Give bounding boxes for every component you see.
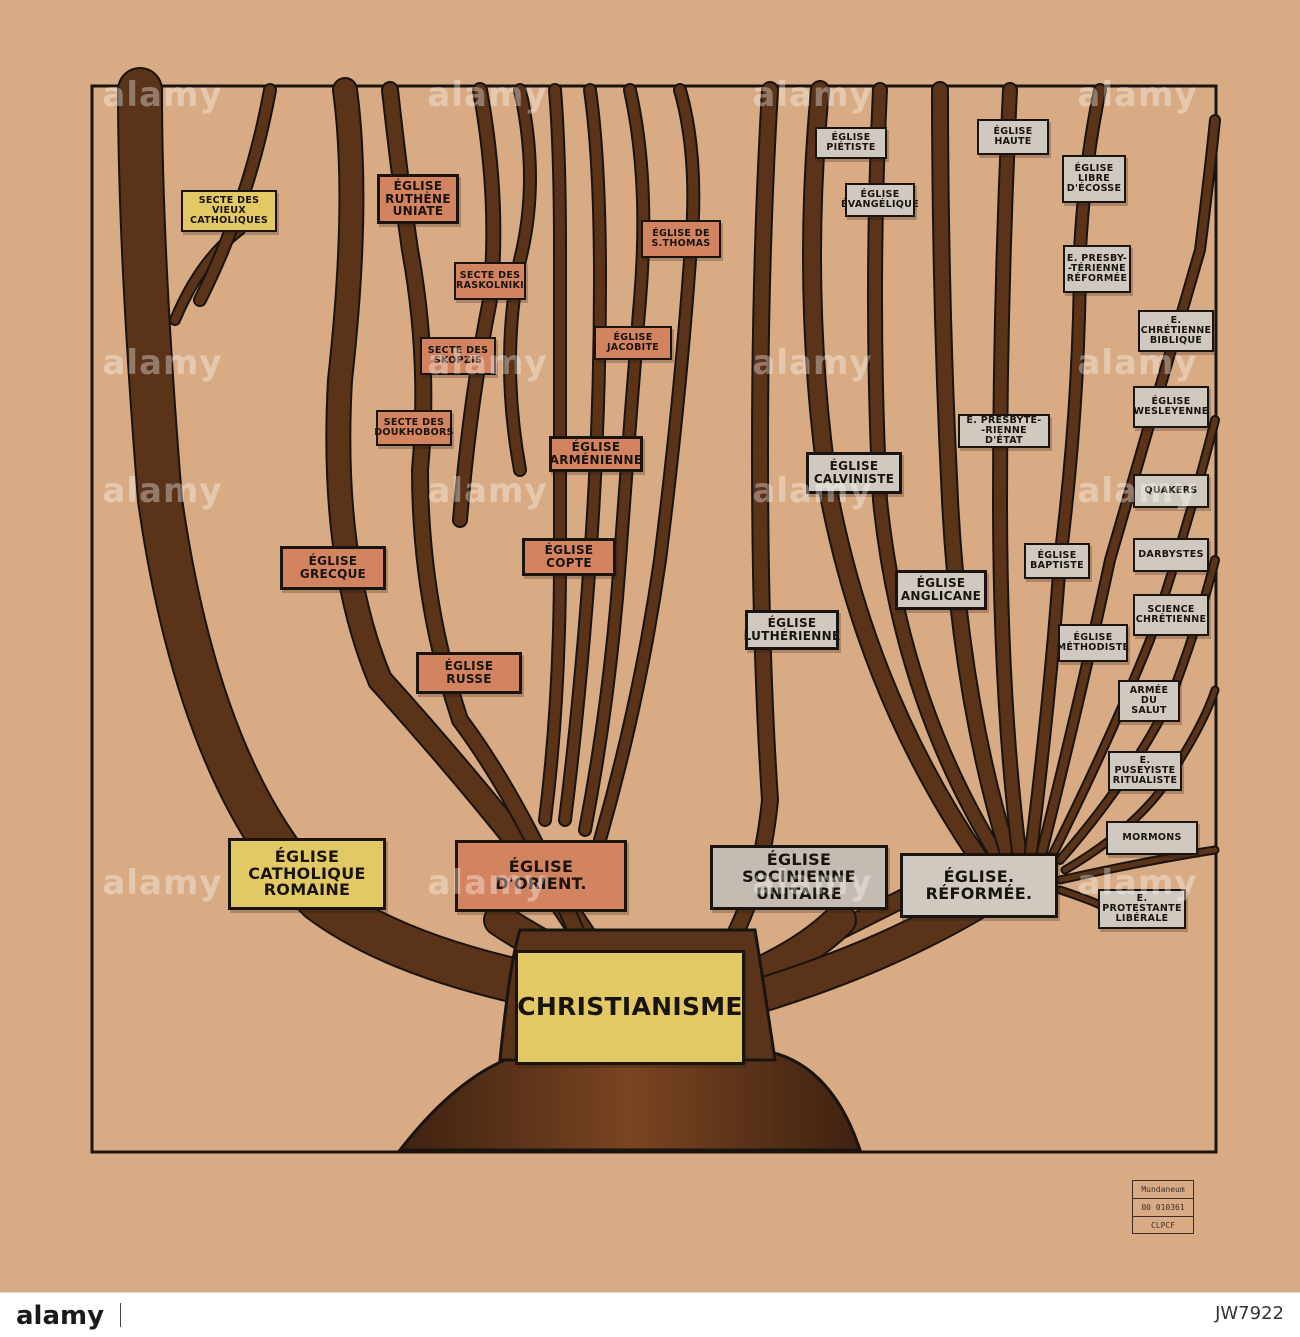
label-anglicane: ÉGLISE ANGLICANE [895, 570, 987, 610]
branch-st-thomas [595, 85, 699, 845]
label-biblique: E. CHRÉTIENNE BIBLIQUE [1138, 310, 1214, 352]
label-presbyterienne-etat: E. PRESBYTÉ- -RIENNE D'ÉTAT [958, 414, 1050, 448]
label-vieux-catholiques: SECTE DES VIEUX CATHOLIQUES [181, 190, 277, 232]
label-armee-salut: ARMÉE DU SALUT [1118, 680, 1180, 722]
stock-footer: alamy JW7922 [0, 1292, 1300, 1337]
label-quakers: QUAKERS [1133, 474, 1209, 508]
label-st-thomas: ÉGLISE DE S.THOMAS [641, 220, 721, 258]
label-skopzis: SECTE DES SKOPZIS [420, 337, 496, 375]
label-jacobite: ÉGLISE JACOBITE [594, 326, 672, 360]
branch-catholique [119, 69, 581, 1011]
branch-ruthene [454, 84, 500, 526]
branch-raskolniki [505, 85, 535, 475]
label-baptiste: ÉGLISE BAPTISTE [1024, 543, 1090, 579]
label-puseyiste: E. PUSEYISTE RITUALISTE [1108, 751, 1182, 791]
label-ruthene: ÉGLISE RUTHÈNE UNIATE [377, 174, 459, 224]
mundaneum-stamp: Mundaneum 00 010361 CLPCF [1132, 1180, 1194, 1234]
label-doukhobors: SECTE DES DOUKHOBORS [374, 410, 453, 446]
label-evangelique: ÉGLISE ÉVANGÉLIQUE [841, 183, 919, 217]
stamp-line-2: 00 010361 [1133, 1199, 1193, 1217]
branch-presbyterienne [993, 84, 1026, 866]
label-darbystes: DARBYSTES [1133, 538, 1209, 572]
footer-divider [120, 1303, 121, 1327]
stamp-line-3: CLPCF [1150, 1221, 1176, 1230]
frame-border [90, 84, 1218, 1154]
label-methodiste: ÉGLISE MÉTHODISTE [1057, 624, 1129, 662]
label-grecque: ÉGLISE GRECQUE [280, 546, 386, 590]
label-mormons: MORMONS [1106, 821, 1198, 855]
label-reformee: ÉGLISE. RÉFORMÉE. [900, 853, 1058, 918]
label-presbyterienne-reformee: E. PRESBY- -TÉRIENNE RÉFORMÉE [1063, 245, 1131, 293]
label-protestante-liberale: E. PROTESTANTE LIBÉRALE [1098, 889, 1186, 929]
label-russe: ÉGLISE RUSSE [416, 652, 522, 694]
branch-methodiste [1036, 116, 1219, 864]
stamp-line-1: Mundaneum [1133, 1181, 1193, 1199]
label-pietiste: ÉGLISE PIÉTISTE [815, 127, 887, 159]
label-raskolniki: SECTE DES RASKOLNIKI [454, 262, 526, 300]
label-lutherienne: ÉGLISE LUTHÉRIENNE [744, 610, 840, 650]
label-calviniste: ÉGLISE CALVINISTE [806, 452, 902, 494]
label-orient: ÉGLISE D'ORIENT. [455, 840, 627, 912]
branch-mormons [1057, 847, 1218, 883]
footer-logo: alamy [16, 1301, 105, 1331]
label-copte: ÉGLISE COPTE [522, 538, 616, 576]
label-armenienne: ÉGLISE ARMÉNIENNE [549, 436, 643, 472]
label-catholique: ÉGLISE CATHOLIQUE ROMAINE [228, 838, 386, 910]
label-socinienne: ÉGLISE SOCINIENNE UNITAIRE [710, 845, 888, 910]
root-box-christianisme: CHRISTIANISME [515, 950, 745, 1065]
label-wesleyenne: ÉGLISE WESLEYENNE [1133, 386, 1209, 428]
label-science-chretienne: SCIENCE CHRÉTIENNE [1133, 594, 1209, 636]
branch-anglicane [933, 83, 1017, 867]
label-haute: ÉGLISE HAUTE [977, 119, 1049, 155]
footer-image-id: JW7922 [1215, 1303, 1284, 1324]
label-libre-ecosse: ÉGLISE LIBRE D'ÉCOSSE [1062, 155, 1126, 203]
branch-calviniste [869, 84, 1006, 866]
